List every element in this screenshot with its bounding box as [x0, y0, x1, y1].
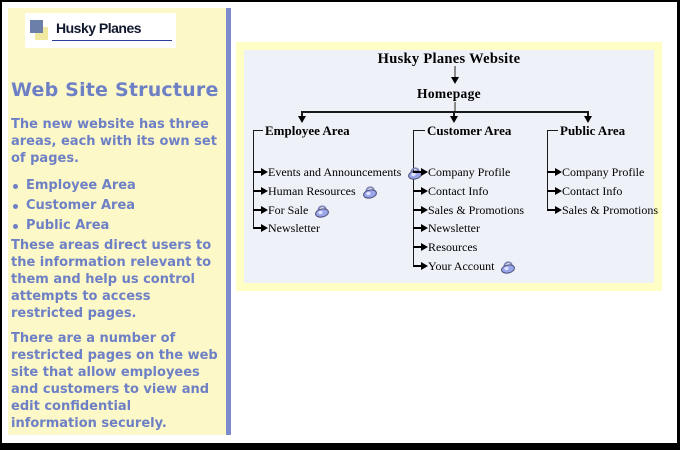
sitemap-item-label: Newsletter: [428, 220, 480, 235]
bullet-label: Customer Area: [26, 198, 136, 213]
bullet-dot-icon: [13, 203, 18, 209]
bullet-dot-icon: [13, 183, 18, 189]
sitemap-item: Sales & Promotions: [547, 202, 658, 218]
sitemap-item: Newsletter: [253, 220, 320, 236]
sitemap-item: Human Resources: [253, 183, 379, 199]
sitemap-item-label: Contact Info: [428, 183, 489, 198]
sitemap-item: Events and Announcements: [253, 164, 424, 180]
sitemap-item-label: Contact Info: [562, 183, 623, 198]
access-paragraph: These areas direct users to the informat…: [11, 238, 212, 321]
arrow-right-icon: [547, 205, 562, 215]
sitemap-item: Resources: [413, 239, 477, 255]
arrow-right-icon: [253, 167, 268, 177]
connector-bracket-line: [547, 130, 548, 210]
sitemap-item-label: Newsletter: [268, 220, 320, 235]
sitemap-item: Contact Info: [547, 183, 622, 199]
bullet-item-public: Public Area: [11, 216, 219, 236]
logo-squares-icon: [30, 20, 50, 42]
arrow-right-icon: [413, 205, 428, 215]
sitemap-item-label: Sales & Promotions: [562, 202, 659, 217]
arrow-right-icon: [413, 223, 428, 233]
arrow-right-icon: [547, 186, 562, 196]
sitemap-item-label: Events and Announcements: [268, 164, 402, 179]
connector-bracket-line: [413, 130, 414, 266]
arrow-right-icon: [253, 205, 268, 215]
bullet-item-customer: Customer Area: [11, 196, 219, 216]
sidebar: Husky Planes Web Site Structure The new …: [8, 8, 226, 435]
logo-square-blue: [30, 20, 43, 33]
sitemap-item: Sales & Promotions: [413, 202, 524, 218]
sitemap-item: Your Account: [413, 258, 517, 274]
sitemap-item-label: Resources: [428, 239, 478, 254]
sitemap-title: Husky Planes Website: [377, 51, 521, 67]
bullet-label: Employee Area: [26, 178, 136, 193]
sitemap-item-label: Company Profile: [428, 164, 511, 179]
arrow-right-icon: [413, 186, 428, 196]
sitemap-item: Company Profile: [547, 164, 644, 180]
sitemap-item-label: Sales & Promotions: [428, 202, 525, 217]
arrow-right-icon: [547, 167, 562, 177]
sitemap-item: Company Profile: [413, 164, 510, 180]
sitemap-diagram: Husky Planes Website Homepage: [244, 50, 658, 283]
area-bullet-list: Employee Area Customer Area Public Area: [11, 176, 219, 236]
arrow-right-icon: [253, 186, 268, 196]
bullet-item-employee: Employee Area: [11, 176, 219, 196]
arrow-right-icon: [253, 223, 268, 233]
connector-bracket-line: [253, 130, 254, 228]
sitemap-item: Newsletter: [413, 220, 480, 236]
sitemap-item: Contact Info: [413, 183, 488, 199]
sitemap-column-header-public: Public Area: [560, 123, 626, 138]
vertical-divider: [226, 8, 231, 435]
connector-bracket-stub: [413, 130, 425, 131]
sitemap-item-label: Human Resources: [268, 183, 356, 198]
sitemap-item-label: Your Account: [428, 258, 495, 273]
logo-underline: [52, 40, 172, 41]
sitemap-item-label: Company Profile: [562, 164, 645, 179]
connector-bracket-stub: [253, 130, 263, 131]
bullet-dot-icon: [13, 223, 18, 229]
sitemap-item: For Sale: [253, 202, 331, 218]
page-title: Web Site Structure: [11, 79, 219, 101]
sitemap-panel: Husky Planes Website Homepage: [236, 42, 662, 291]
homepage-node: Homepage: [417, 86, 481, 101]
lock-icon: [501, 260, 516, 274]
sitemap-item-label: For Sale: [268, 202, 309, 217]
bullet-label: Public Area: [26, 218, 110, 233]
connector-trunk: [454, 102, 456, 112]
connector-bracket-stub: [547, 130, 558, 131]
intro-paragraph: The new website has three areas, each wi…: [11, 117, 217, 166]
lock-icon: [315, 204, 330, 218]
lock-icon: [362, 185, 377, 199]
arrow-right-icon: [413, 242, 428, 252]
sitemap-column-header-customer: Customer Area: [427, 123, 512, 138]
sitemap-column-header-employee: Employee Area: [265, 123, 350, 138]
restricted-paragraph: There are a number of restricted pages o…: [11, 331, 218, 431]
arrow-right-icon: [413, 167, 428, 177]
connector-branch-line: [302, 111, 589, 113]
logo: Husky Planes: [25, 13, 176, 48]
brand-name: Husky Planes: [56, 20, 142, 36]
arrow-right-icon: [413, 261, 428, 271]
